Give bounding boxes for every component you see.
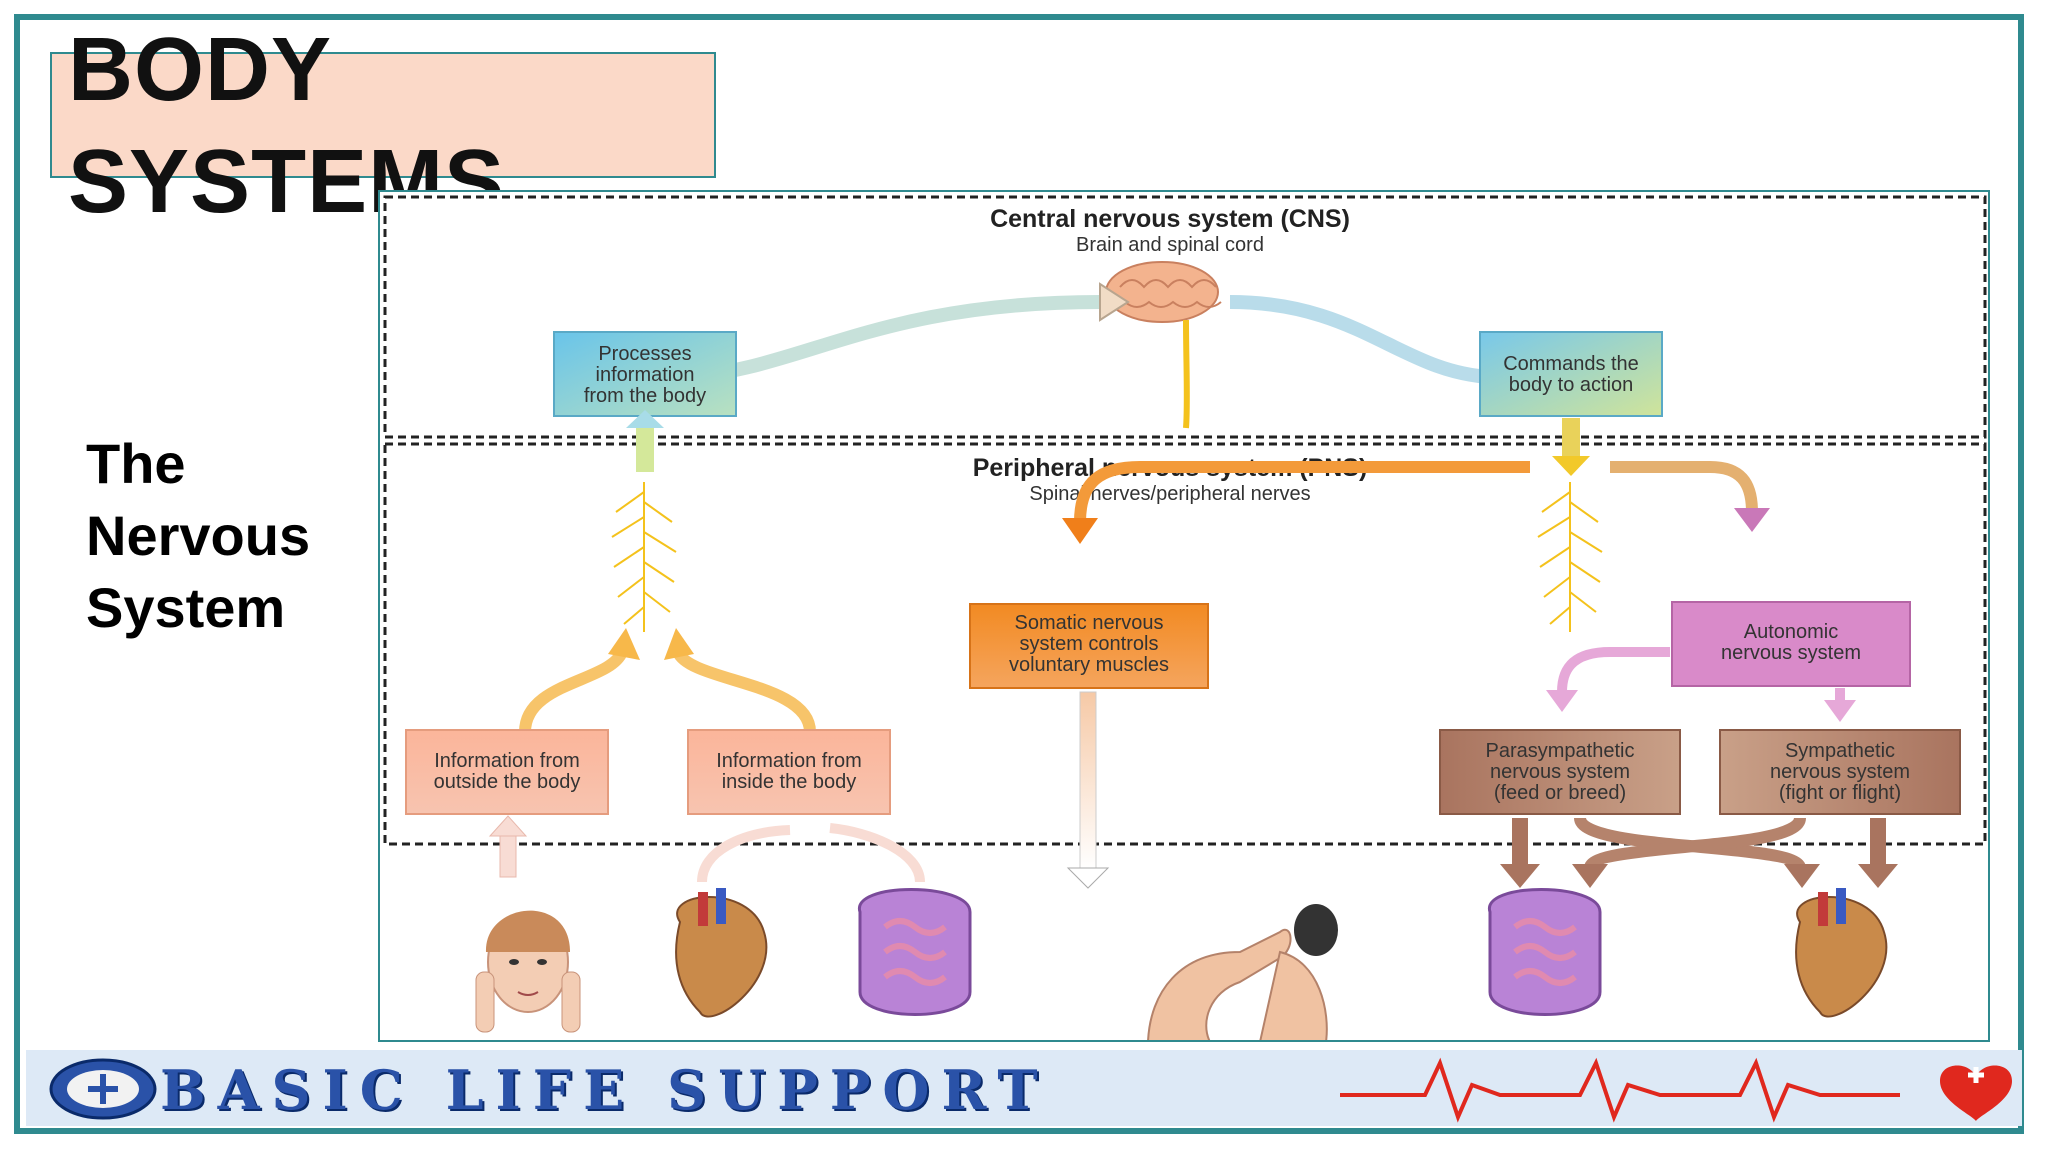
arrow-down-from-commands — [1562, 418, 1580, 462]
autonomic-line-2: nervous system — [1721, 642, 1861, 664]
parasympathetic-line-2: nervous system — [1490, 761, 1630, 783]
cns-title: Central nervous system (CNS) — [990, 205, 1350, 233]
arrow-to-commands — [1229, 295, 1491, 384]
arrow-inside-up — [672, 648, 816, 733]
arrow-face-up — [499, 831, 517, 878]
processes-line-3: from the body — [584, 385, 706, 407]
info-outside-line-2: outside the body — [434, 771, 581, 793]
heart-right-icon — [1795, 888, 1888, 1018]
flexed-arm-icon — [1147, 904, 1338, 1040]
agency-seal-icon — [49, 1058, 157, 1120]
pns-region — [383, 442, 1987, 846]
footer-banner — [26, 1050, 2022, 1126]
nervous-system-diagram: Central nervous system (CNS) Brain and s… — [378, 190, 1990, 1042]
nerves-right-icon — [1537, 482, 1603, 632]
autonomic-box — [1671, 601, 1911, 687]
heart-icon — [675, 888, 768, 1018]
processes-line-1: Processes — [598, 343, 691, 365]
somatic-line-1: Somatic nervous — [1015, 612, 1164, 634]
commands-line-1: Commands the — [1503, 353, 1639, 375]
arrow-to-muscle — [1079, 691, 1097, 871]
info-inside-box — [687, 729, 891, 815]
nerves-left-icon — [611, 482, 677, 632]
sympathetic-line-1: Sympathetic — [1785, 740, 1895, 762]
processes-box — [553, 331, 737, 417]
ekg-heart-icon — [1340, 1057, 2012, 1123]
arrow-up-to-processes — [636, 422, 654, 472]
brain-icon — [1105, 261, 1222, 323]
arrow-gut-up — [829, 823, 925, 883]
arrow-to-autonomic — [1610, 461, 1758, 513]
somatic-line-2: system controls — [1020, 633, 1159, 655]
arrow-to-brain — [679, 295, 1101, 384]
somatic-box — [969, 603, 1209, 689]
banner-title: BASIC LIFE SUPPORT — [160, 1058, 1050, 1122]
arrow-to-parasympathetic — [1557, 647, 1670, 693]
commands-line-2: body to action — [1509, 374, 1634, 396]
somatic-line-3: voluntary muscles — [1009, 654, 1169, 676]
autonomic-line-1: Autonomic — [1744, 621, 1839, 643]
spinal-cord-icon — [1183, 319, 1190, 429]
slide-subtitle: The Nervous System — [86, 432, 311, 639]
sympathetic-line-2: nervous system — [1770, 761, 1910, 783]
cns-subtitle: Brain and spinal cord — [1076, 234, 1264, 256]
info-inside-line-1: Information from — [716, 750, 862, 772]
info-outside-line-1: Information from — [434, 750, 580, 772]
sympathetic-line-3: (fight or flight) — [1779, 782, 1901, 804]
info-outside-box — [405, 729, 609, 815]
parasympathetic-line-3: (feed or breed) — [1494, 782, 1626, 804]
pns-subtitle: Spinal nerves/peripheral nerves — [1029, 483, 1310, 505]
arrow-heart-up — [697, 825, 791, 883]
parasympathetic-line-1: Parasympathetic — [1486, 740, 1635, 762]
intestines-icon — [858, 888, 972, 1016]
intestines-right-icon — [1488, 888, 1602, 1016]
arrow-outside-up — [519, 648, 628, 733]
arrow-to-somatic — [1074, 461, 1530, 523]
diagram-svg: Central nervous system (CNS) Brain and s… — [383, 195, 1987, 1040]
face-icon — [475, 910, 581, 1033]
cns-region — [383, 195, 1987, 439]
info-inside-line-2: inside the body — [722, 771, 857, 793]
processes-line-2: information — [596, 364, 695, 386]
sympathetic-box — [1719, 729, 1961, 815]
parasympathetic-box — [1439, 729, 1681, 815]
title-box — [50, 52, 716, 178]
commands-box — [1479, 331, 1663, 417]
slide-frame — [14, 14, 2024, 1134]
autonomic-output-arrows — [1500, 815, 1898, 888]
